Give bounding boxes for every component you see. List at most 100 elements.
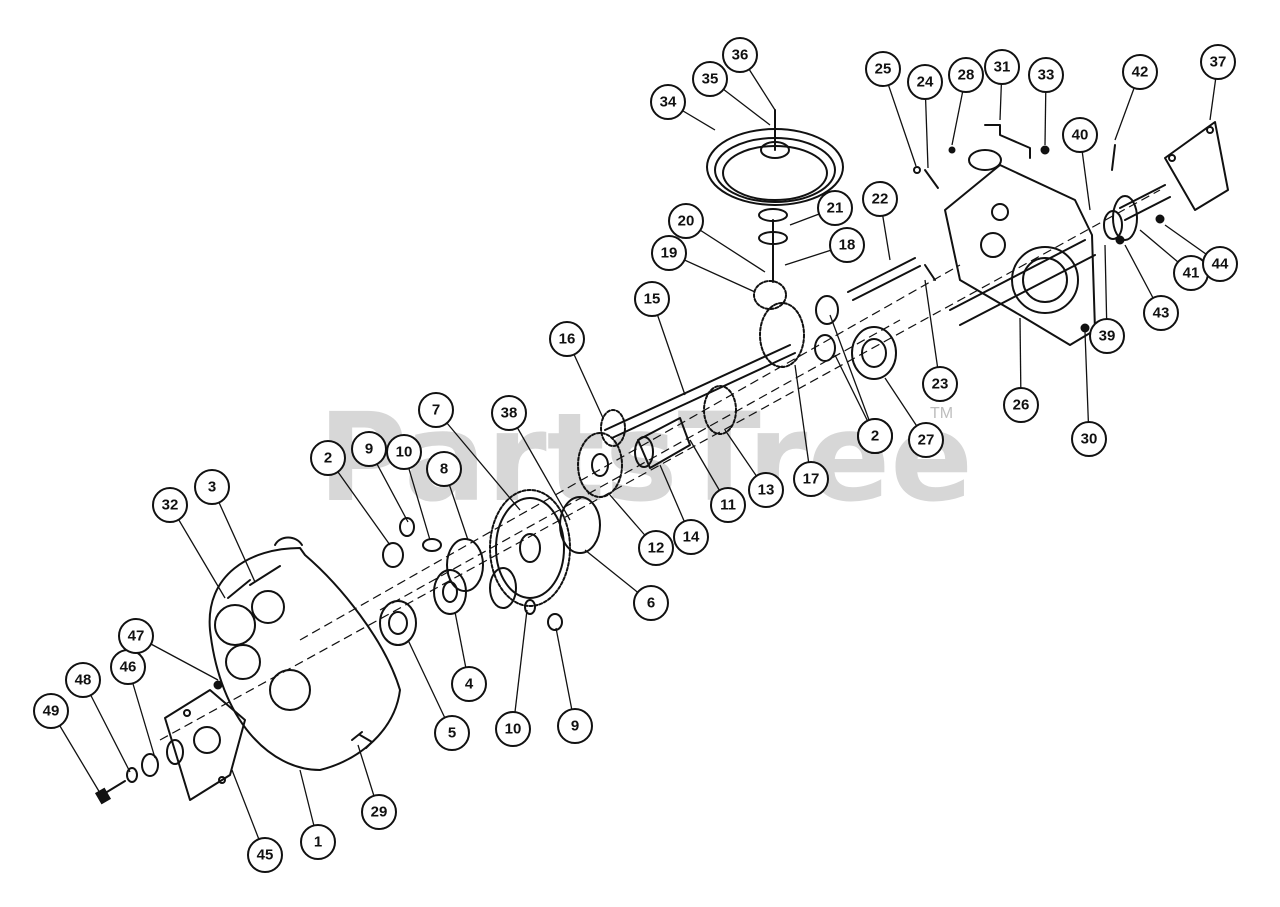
callout-2: 2: [310, 440, 346, 476]
callout-circle: [650, 84, 686, 120]
callout-circle: [65, 662, 101, 698]
callout-number: 34: [660, 94, 677, 111]
callout-13: 13: [748, 472, 784, 508]
callout-circle: [984, 49, 1020, 85]
callout-circle: [710, 487, 746, 523]
callout-27: 27: [908, 422, 944, 458]
callout-35: 35: [692, 61, 728, 97]
callout-number: 44: [1212, 256, 1229, 273]
callout-number: 17: [803, 471, 820, 488]
callout-number: 47: [128, 628, 145, 645]
callout-bubbles: 1222345678991010111213141516171819202122…: [33, 37, 1238, 873]
callout-1: 1: [300, 824, 336, 860]
callout-circle: [907, 64, 943, 100]
callout-circle: [638, 530, 674, 566]
callout-number: 32: [162, 497, 179, 514]
callout-41: 41: [1173, 255, 1209, 291]
callout-circle: [793, 461, 829, 497]
callout-circle: [1122, 54, 1158, 90]
callout-38: 38: [491, 395, 527, 431]
callout-number: 19: [661, 245, 678, 262]
callout-circle: [829, 227, 865, 263]
callout-circle: [549, 321, 585, 357]
callout-6: 6: [633, 585, 669, 621]
callout-circle: [118, 618, 154, 654]
callout-44: 44: [1202, 246, 1238, 282]
callout-4: 4: [451, 666, 487, 702]
callout-number: 31: [994, 59, 1011, 76]
callout-11: 11: [710, 487, 746, 523]
callout-33: 33: [1028, 57, 1064, 93]
callout-number: 2: [871, 428, 879, 445]
callout-16: 16: [549, 321, 585, 357]
callout-31: 31: [984, 49, 1020, 85]
callout-circle: [1028, 57, 1064, 93]
bushings-and-bolt: [94, 739, 184, 805]
vertical-shaft-collars: [758, 208, 788, 283]
callout-28: 28: [948, 57, 984, 93]
large-spur-gear: [489, 489, 571, 607]
drive-pulley: [706, 109, 844, 206]
callout-circle: [692, 61, 728, 97]
callout-number: 26: [1013, 397, 1030, 414]
callout-circle: [651, 235, 687, 271]
callout-circle: [495, 711, 531, 747]
callout-circle: [857, 418, 893, 454]
callout-circle: [1003, 387, 1039, 423]
callout-number: 7: [432, 402, 440, 419]
front-gear-case: [208, 536, 401, 771]
bearings-and-seal: [814, 295, 897, 380]
callout-number: 46: [120, 659, 137, 676]
callout-circle: [865, 51, 901, 87]
callout-circle: [668, 203, 704, 239]
callout-number: 9: [571, 718, 579, 735]
leader-line: [794, 364, 812, 480]
callout-49: 49: [33, 693, 69, 729]
callout-25: 25: [865, 51, 901, 87]
callout-number: 16: [559, 331, 576, 348]
callout-number: 11: [720, 497, 736, 514]
callout-circle: [817, 190, 853, 226]
callout-9: 9: [557, 708, 593, 744]
top-bracket: [968, 124, 1031, 171]
axle-flange: [1103, 195, 1138, 241]
callout-number: 38: [501, 405, 518, 422]
callout-number: 2: [324, 450, 332, 467]
axle-shaft: [949, 239, 1096, 326]
callout-number: 24: [917, 74, 934, 91]
callout-number: 37: [1210, 54, 1227, 71]
callout-circle: [386, 434, 422, 470]
callout-number: 12: [648, 540, 665, 557]
small-gears: [600, 385, 737, 447]
rear-mount-plate: [1119, 121, 1229, 221]
callout-number: 6: [647, 595, 655, 612]
callout-number: 49: [43, 703, 60, 720]
callout-number: 39: [1099, 328, 1116, 345]
callout-23: 23: [922, 366, 958, 402]
callout-circle: [862, 181, 898, 217]
callout-number: 20: [678, 213, 695, 230]
callout-number: 40: [1072, 127, 1089, 144]
callout-48: 48: [65, 662, 101, 698]
callout-number: 13: [758, 482, 775, 499]
callout-circle: [310, 440, 346, 476]
callout-circle: [922, 366, 958, 402]
callout-circle: [418, 392, 454, 428]
callout-number: 14: [683, 529, 700, 546]
callout-number: 28: [958, 67, 975, 84]
callout-circle: [247, 837, 283, 873]
callout-21: 21: [817, 190, 853, 226]
callout-number: 43: [1153, 305, 1170, 322]
callout-circle: [152, 487, 188, 523]
cluster-gear: [634, 417, 691, 469]
leader-line: [508, 412, 571, 521]
callout-20: 20: [668, 203, 704, 239]
callout-circle: [451, 666, 487, 702]
callout-37: 37: [1200, 44, 1236, 80]
intermediate-gear: [577, 432, 623, 498]
callout-circle: [1062, 117, 1098, 153]
callout-circle: [1202, 246, 1238, 282]
callout-number: 48: [75, 672, 92, 689]
callout-number: 41: [1183, 265, 1200, 282]
